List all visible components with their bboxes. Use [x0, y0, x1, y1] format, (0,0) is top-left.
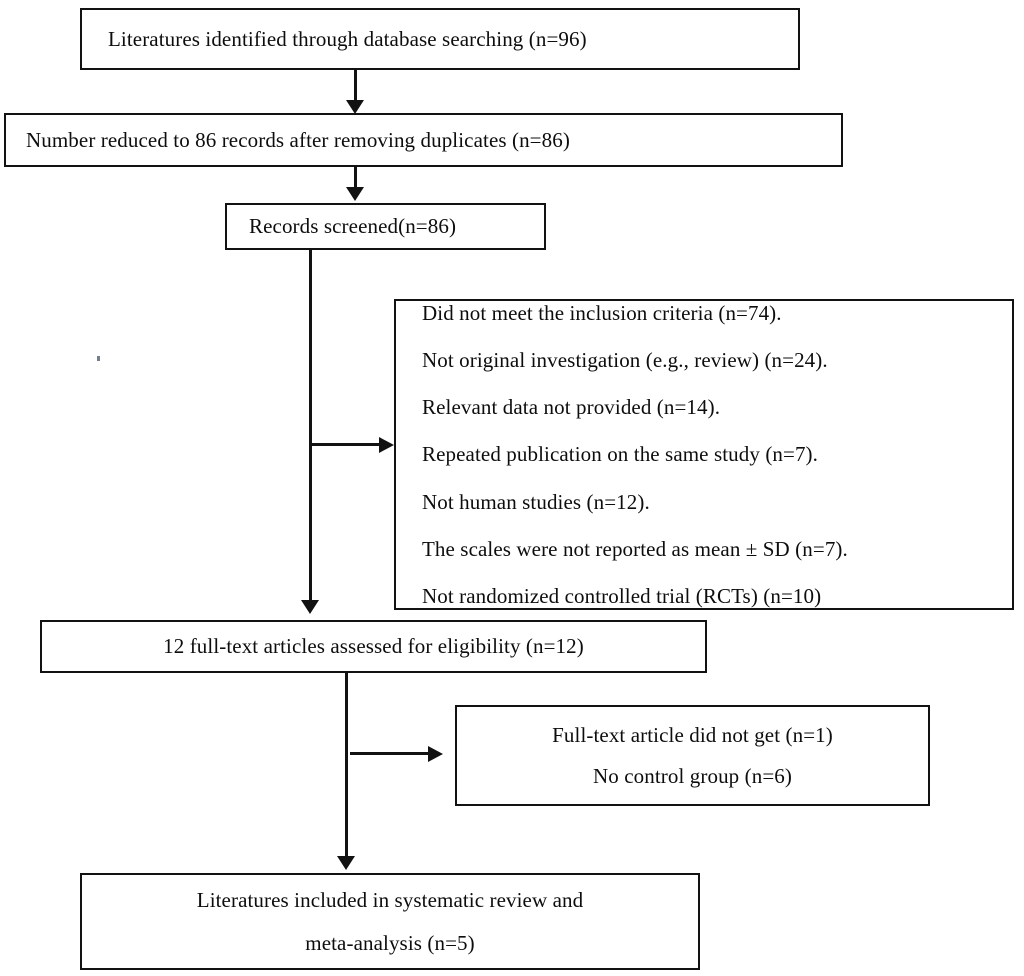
- connector-screened-to-fulltext-stem: [309, 250, 312, 602]
- arrow-down-icon-duplicates-to-screened: [346, 187, 364, 201]
- exclusion-reason-3: Relevant data not provided (n=14).: [422, 395, 721, 420]
- node-records-identified: Literatures identified through database …: [80, 8, 800, 70]
- node-exclusion-reasons: Did not meet the inclusion criteria (n=7…: [394, 299, 1014, 610]
- exclusion-reason-2: Not original investigation (e.g., review…: [422, 347, 828, 372]
- node-studies-included-line-1: Literatures included in systematic revie…: [196, 888, 584, 913]
- connector-fulltext-to-included-stem: [345, 673, 348, 858]
- node-fulltext-excluded: Full-text article did not get (n=1) No c…: [455, 705, 930, 806]
- exclusion-reason-6: The scales were not reported as mean ± S…: [422, 536, 848, 561]
- node-duplicates-removed: Number reduced to 86 records after remov…: [4, 113, 843, 167]
- arrow-right-icon-screened-to-excluded: [379, 437, 394, 453]
- node-fulltext-assessed: 12 full-text articles assessed for eligi…: [40, 620, 707, 673]
- exclusion-reason-7: Not randomized controlled trial (RCTs) (…: [422, 584, 822, 609]
- connector-duplicates-to-screened-stem: [354, 167, 357, 189]
- node-records-screened: Records screened(n=86): [225, 203, 546, 250]
- arrow-down-icon-fulltext-to-included: [337, 856, 355, 870]
- node-fulltext-assessed-line-1: 12 full-text articles assessed for eligi…: [163, 634, 584, 659]
- arrow-right-icon-fulltext-to-notget: [428, 746, 443, 762]
- node-duplicates-removed-line-1: Number reduced to 86 records after remov…: [26, 127, 570, 152]
- exclusion-reason-5: Not human studies (n=12).: [422, 489, 650, 514]
- exclusion-reason-4: Repeated publication on the same study (…: [422, 442, 818, 467]
- scan-artifact-speck: [97, 356, 100, 361]
- node-studies-included: Literatures included in systematic revie…: [80, 873, 700, 970]
- connector-screened-to-excluded-line: [309, 443, 381, 446]
- arrow-down-icon-screened-to-fulltext: [301, 600, 319, 614]
- node-studies-included-line-2: meta-analysis (n=5): [305, 930, 475, 955]
- node-fulltext-excluded-line-2: No control group (n=6): [593, 763, 792, 788]
- node-records-identified-line-1: Literatures identified through database …: [108, 26, 587, 51]
- arrow-down-icon-identified-to-duplicates: [346, 100, 364, 114]
- exclusion-reason-1: Did not meet the inclusion criteria (n=7…: [422, 300, 782, 325]
- node-fulltext-excluded-line-1: Full-text article did not get (n=1): [552, 723, 833, 748]
- connector-fulltext-to-notget-line: [350, 752, 430, 755]
- node-records-screened-line-1: Records screened(n=86): [249, 214, 457, 239]
- connector-identified-to-duplicates-stem: [354, 70, 357, 103]
